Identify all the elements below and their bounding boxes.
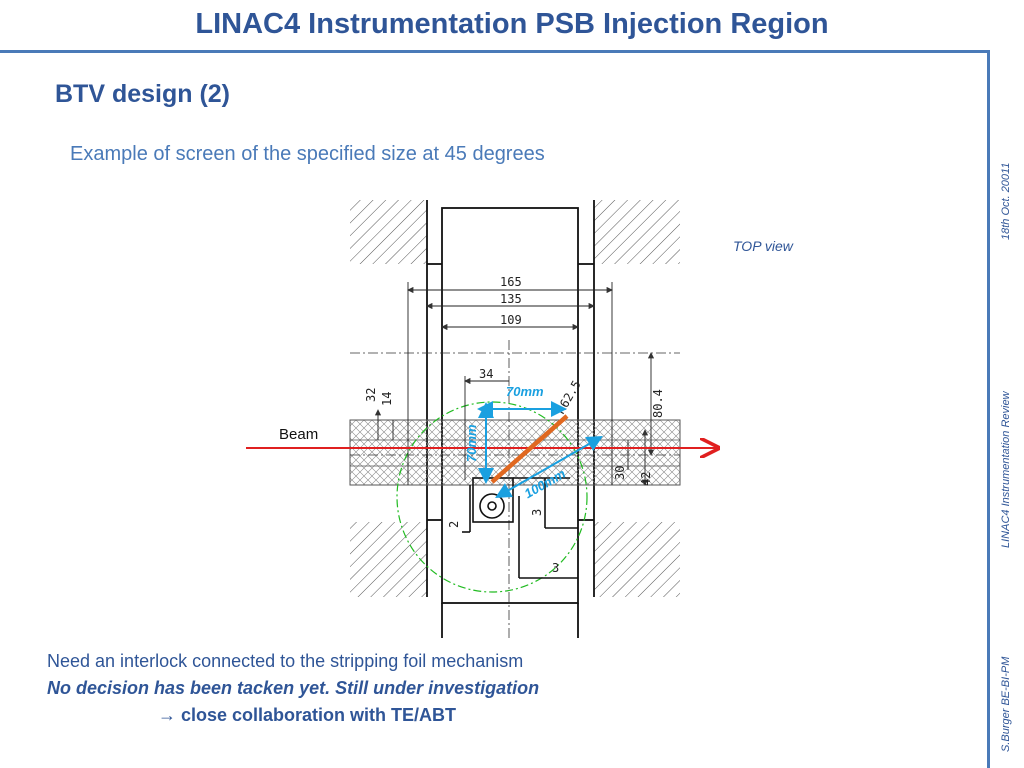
dim-32: 32 bbox=[364, 388, 378, 402]
dim-3-horizontal: 3 bbox=[552, 561, 559, 575]
wall-bottom-left bbox=[350, 522, 427, 597]
dim-34: 34 bbox=[479, 367, 493, 381]
wall-bottom-right bbox=[594, 522, 680, 597]
header-rule bbox=[0, 50, 990, 53]
diagram-caption: Example of screen of the specified size … bbox=[70, 143, 545, 165]
wall-top-right bbox=[594, 200, 680, 264]
dim-109: 109 bbox=[500, 313, 522, 327]
wall-top-left bbox=[350, 200, 427, 264]
view-label: TOP view bbox=[733, 238, 793, 254]
dim-80-4: 80.4 bbox=[651, 389, 665, 418]
dim-30: 30 bbox=[613, 466, 627, 480]
slide-title: LINAC4 Instrumentation PSB Injection Reg… bbox=[195, 8, 829, 40]
note-decision: No decision has been tacken yet. Still u… bbox=[47, 678, 540, 698]
dim-135: 135 bbox=[500, 292, 522, 306]
dim-14: 14 bbox=[380, 392, 394, 406]
dim-2: 2 bbox=[447, 521, 461, 528]
annotation-100mm-arrow bbox=[495, 436, 603, 498]
note-interlock: Need an interlock connected to the strip… bbox=[47, 651, 524, 671]
dim-42: 42 bbox=[639, 472, 653, 486]
beam-pipe bbox=[349, 419, 681, 486]
slide-subtitle: BTV design (2) bbox=[55, 80, 231, 108]
annotation-70mm-vertical: 70mm bbox=[464, 424, 479, 462]
annotation-70mm-horizontal: 70mm bbox=[506, 384, 544, 399]
screen-mechanism bbox=[462, 477, 578, 579]
chamber-outline bbox=[426, 200, 595, 638]
sidebar-rule bbox=[987, 50, 990, 768]
dim-165: 165 bbox=[500, 275, 522, 289]
note-collaboration: → close collaboration with TE/ABT bbox=[158, 705, 457, 725]
dim-r625: R62.5 bbox=[553, 378, 583, 416]
dim-3-vertical: 3 bbox=[530, 509, 544, 516]
beam-label: Beam bbox=[279, 426, 318, 443]
